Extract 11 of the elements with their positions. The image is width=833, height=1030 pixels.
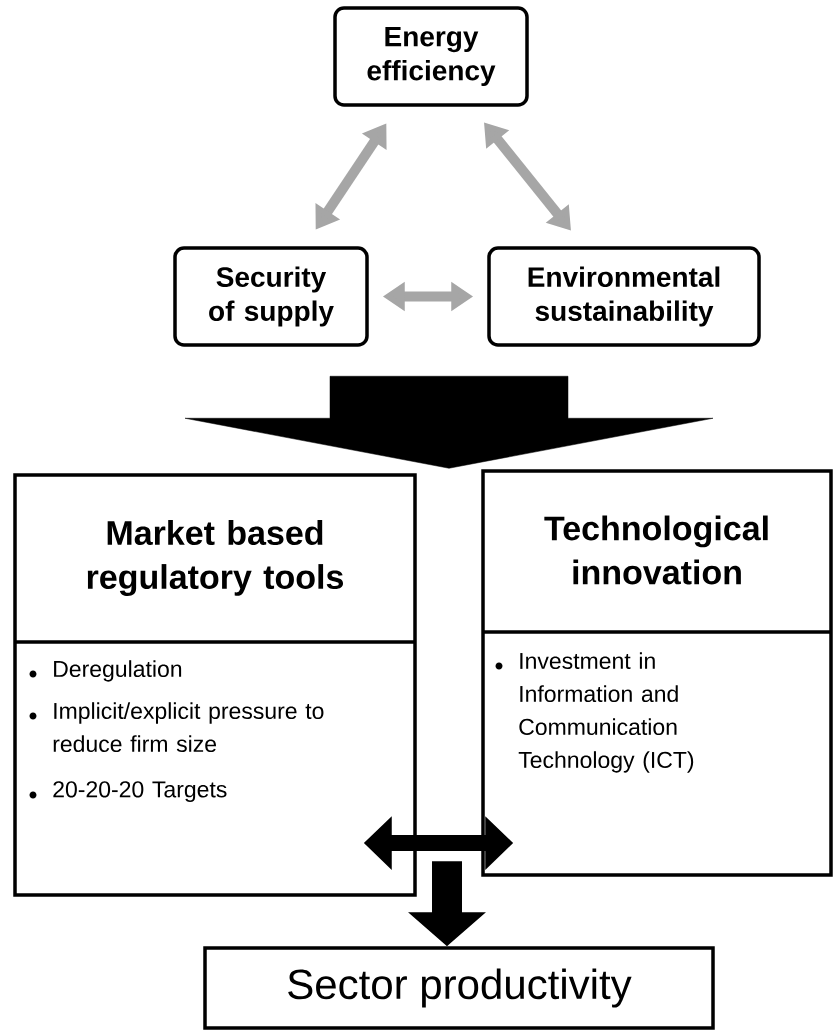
bullet-item: Investment in Information and Communication Technology (ICT) [518,652,694,773]
rounded-box: Security of supply [173,246,369,347]
rounded-box: Environmental sustainability [487,246,761,347]
rounded-box: Energy efficiency [333,6,529,107]
result-box: Sector productivity [203,946,715,1030]
bullet-item: Implicit/explicit pressure to reduce firm size [53,702,324,753]
block-arrow [184,376,714,469]
bullet-item: 20-20-20 Targets [53,781,227,803]
bullet-item: Deregulation [54,660,182,682]
panel-heading: Market based regulatory tools [87,520,343,596]
panel-heading: Technological innovation [544,515,768,585]
